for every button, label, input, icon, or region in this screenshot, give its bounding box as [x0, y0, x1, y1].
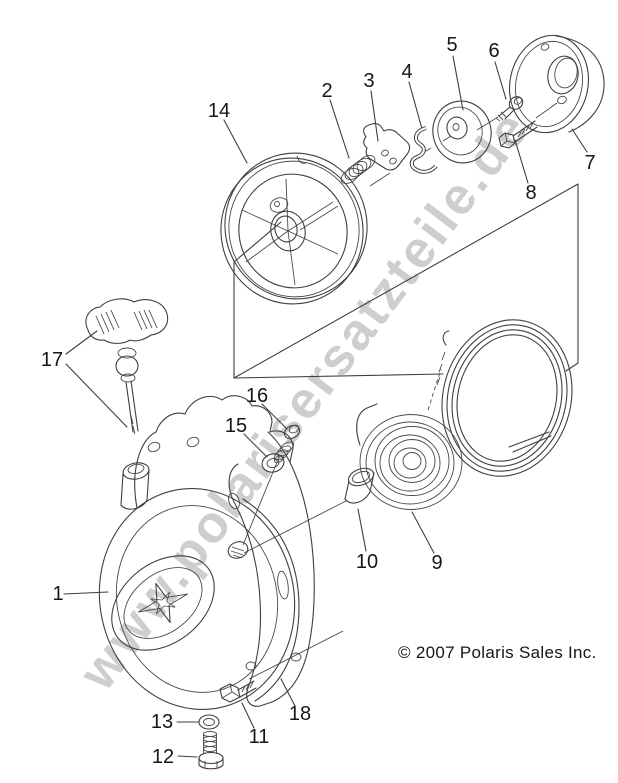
leader-lines [63, 55, 588, 758]
callout-2: 2 [321, 80, 333, 102]
callout-9: 9 [431, 552, 443, 574]
retainer-clip [409, 126, 438, 174]
washer-15 [261, 453, 285, 473]
callout-6: 6 [488, 40, 500, 62]
callout-8: 8 [525, 182, 537, 204]
bolt-12 [198, 731, 224, 770]
starter-cup [508, 34, 605, 134]
callout-16: 16 [245, 385, 269, 407]
recoil-spring [356, 368, 463, 510]
starter-handle [85, 298, 169, 435]
reference-box [233, 183, 579, 379]
callout-10: 10 [355, 551, 379, 573]
washer-13 [198, 714, 220, 730]
star-emblem [138, 583, 188, 623]
callout-13: 13 [150, 711, 174, 733]
recoil-cover [98, 395, 315, 710]
callout-3: 3 [363, 70, 375, 92]
ratchet-pawl [363, 122, 411, 171]
fitting-16 [273, 424, 301, 464]
callout-1: 1 [52, 583, 64, 605]
bolt-8 [498, 120, 538, 149]
starter-rope-coil [436, 319, 573, 477]
callout-4: 4 [401, 61, 413, 83]
friction-plate [432, 100, 492, 164]
callout-15: 15 [224, 415, 248, 437]
bushing [344, 467, 375, 504]
callout-12: 12 [151, 746, 175, 768]
bolt-11 [219, 680, 257, 703]
drive-spring [340, 154, 376, 185]
callout-7: 7 [584, 152, 596, 174]
copyright-text: © 2007 Polaris Sales Inc. [398, 643, 597, 662]
callout-18: 18 [288, 703, 312, 725]
callout-17: 17 [40, 349, 64, 371]
recoil-pulley [220, 152, 368, 305]
callout-14: 14 [207, 100, 231, 122]
callout-5: 5 [446, 34, 458, 56]
callout-11: 11 [248, 726, 270, 748]
